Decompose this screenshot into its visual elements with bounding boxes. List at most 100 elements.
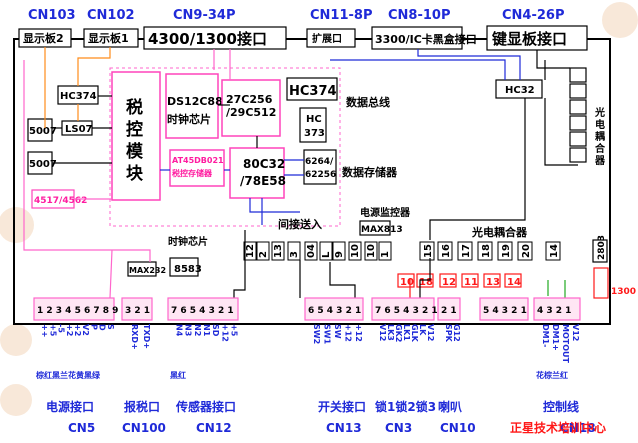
connector-signal: N3 <box>184 324 193 336</box>
connector-name: 传感器接口 <box>175 399 236 414</box>
connector-code: CN13 <box>326 421 362 435</box>
opto-pin-label: 19 <box>501 244 512 258</box>
red-pin-label: 14 <box>507 277 521 288</box>
footer-brand: 正星技术培训中心 <box>510 420 606 435</box>
left-chips <box>27 85 99 209</box>
opto-pin: 17 <box>457 241 473 261</box>
ram-box <box>303 149 337 185</box>
opto-pin-label: 20 <box>521 244 532 258</box>
connector-signal: LK1 <box>402 324 411 341</box>
connector-signal: +5 <box>229 324 238 337</box>
connector-signal: -5 <box>57 324 66 333</box>
connector-signal: N2 <box>193 324 202 336</box>
connector-signal: SD <box>211 324 220 337</box>
indirect-in-label: 间接送入 <box>278 217 322 231</box>
data-memory-label: 数据存储器 <box>342 165 398 179</box>
tax-module-box <box>111 71 161 201</box>
connector-code: CN12 <box>196 421 232 435</box>
optocoupler-right-char: 光 <box>594 106 605 119</box>
ram-text-1: 6264/ <box>305 157 334 167</box>
connector-signal: V12 <box>426 324 435 341</box>
data-bus-label: 数据总线 <box>346 95 390 109</box>
connector-pins: 3 2 1 <box>125 306 150 316</box>
card-interface-text: 3300/IC卡黑盒接口 <box>375 32 477 46</box>
ram-text-2: 62256 <box>305 170 336 180</box>
mcu-box <box>229 147 285 199</box>
at45db021-text: AT45DB021 <box>172 156 224 165</box>
connector-name: 报税口 <box>124 399 160 414</box>
connector-signal: V2 <box>81 324 90 336</box>
connector-wire-colors: 棕红黑兰花黄黑绿 <box>35 370 101 380</box>
chip-pin-label: 1 <box>380 251 391 258</box>
tax-module-text: 税 控 模 块 <box>126 97 144 184</box>
connector-name: 控制线 <box>543 399 579 414</box>
chip-pin-label: 2 <box>258 251 269 258</box>
chip-5007-bottom-text: 5007 <box>29 159 57 170</box>
red-pin: 10 <box>397 273 415 288</box>
opto-pin: 15 <box>419 241 435 261</box>
hc32-text: HC32 <box>505 85 535 96</box>
cn103-label: CN103 <box>28 8 76 23</box>
opto-pin: 14 <box>545 241 561 261</box>
main-interface-text: 4300/1300接口 <box>148 30 267 48</box>
cn8-label: CN8-10P <box>388 8 450 23</box>
connector-header-labels: CN103 CN102 CN9-34P CN11-8P CN8-10P CN4-… <box>28 8 564 23</box>
chip-pin: 04 <box>304 241 318 261</box>
display-board-2-text: 显示板2 <box>23 31 64 45</box>
hc32-box <box>495 79 543 99</box>
display-board-1-text: 显示板1 <box>88 31 129 45</box>
connector-signal: S <box>106 324 115 330</box>
eprom-text-2: /29C512 <box>226 106 276 119</box>
connector-signal: GK2 <box>394 324 403 342</box>
keypad-interface-connector <box>486 25 588 51</box>
chip-pin: 2 <box>256 241 270 261</box>
opto-pin-block: 15 16 17 18 19 20 14 <box>419 241 561 261</box>
connector-signal: SW2 <box>312 324 321 344</box>
chip-pin: 12 <box>243 241 257 261</box>
max232-text: MAX232 <box>129 266 166 275</box>
chip-pin: 10 <box>348 241 362 261</box>
optocoupler-right-char: 耦 <box>595 130 605 143</box>
chip-pin-label: 04 <box>306 244 317 258</box>
chip-pin-label: 10 <box>350 244 361 258</box>
connector-signal: N4 <box>175 324 184 337</box>
connector-signal: SW1 <box>323 324 332 345</box>
chip-8583-box <box>169 257 199 277</box>
chip-pin-label: 10 <box>366 244 377 258</box>
hc374-mid-text: HC374 <box>289 84 337 99</box>
chip-pin-label: L <box>321 251 332 258</box>
clock-chip-text: 时钟芯片 <box>167 112 211 126</box>
red-pin: 12 <box>439 273 457 288</box>
connector-code: CN10 <box>440 421 476 435</box>
red-pin-label: 13 <box>486 277 500 288</box>
max813-box <box>359 220 391 236</box>
chip-pin: 10 <box>364 241 378 261</box>
tax-control-region <box>109 67 341 227</box>
connector-signal: V12 <box>378 324 387 341</box>
watermark <box>0 2 638 416</box>
ds12c887-text: DS12C887 <box>167 95 230 108</box>
hc374-left-text: HC374 <box>60 91 97 102</box>
mcu-text-2: /78E58 <box>240 174 286 188</box>
red-pin: 14 <box>504 273 522 288</box>
connector-signal: +12 <box>354 324 363 342</box>
connector-pins: 5 4 3 2 1 <box>483 306 527 316</box>
connector-signal: +2 <box>73 324 82 336</box>
connector-signal: TXD+ <box>142 324 151 349</box>
connector-pins: 4 3 2 1 <box>537 306 571 316</box>
opto-pin-label: 18 <box>481 244 492 258</box>
optocoupler-mid-label: 光电耦合器 <box>471 225 528 239</box>
opto-pin-label: 16 <box>441 244 452 258</box>
chip-pin: 13 <box>271 241 285 261</box>
chip-pin-label: 9 <box>334 251 345 258</box>
connector-signal: +2 <box>65 324 74 336</box>
opto-pin: 19 <box>497 241 513 261</box>
opto-pin: 16 <box>437 241 453 261</box>
connector-name: 开关接口 <box>318 399 366 414</box>
chip-4517-text: 4517/4562 <box>34 196 87 206</box>
